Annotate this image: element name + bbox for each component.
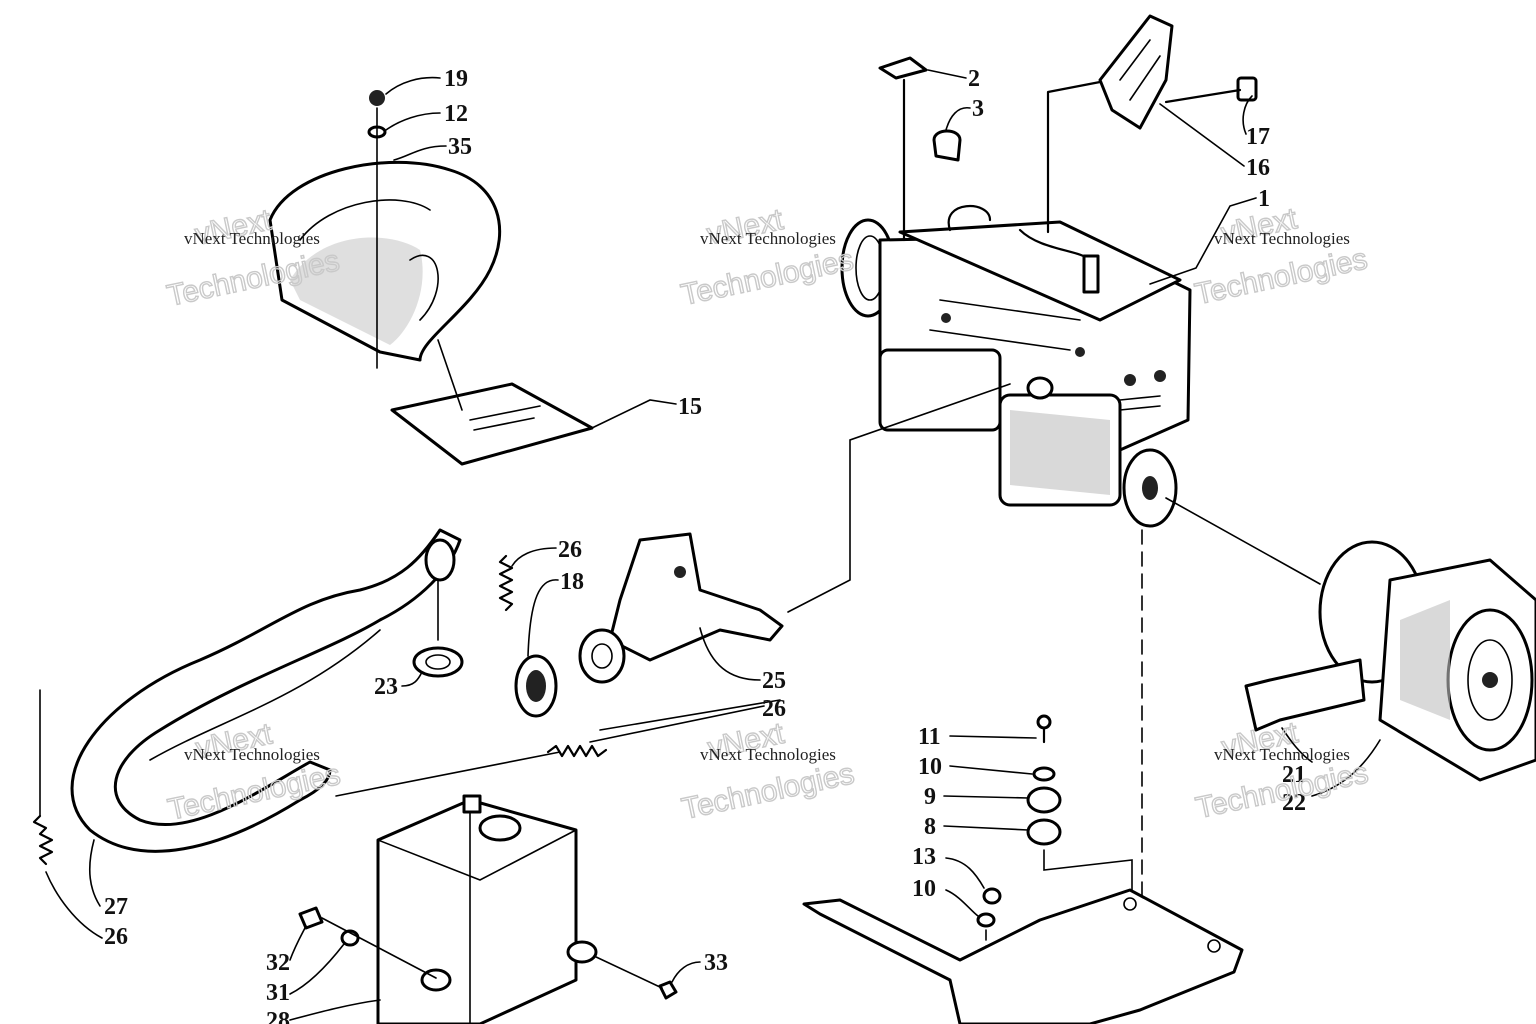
leader-lines [45, 69, 1381, 1021]
callout-15: 15 [678, 394, 702, 420]
callout-10-lower: 10 [912, 876, 936, 902]
part-16-bracket [1098, 14, 1174, 130]
engine [840, 204, 1192, 528]
part-33-nut [658, 980, 678, 1000]
callout-31: 31 [266, 980, 290, 1006]
part-26-spring-lower [546, 744, 608, 758]
watermark-text-top-left: vNext Technologies [184, 229, 320, 248]
engine-mount-plate [802, 888, 1244, 1024]
callout-35: 35 [448, 134, 472, 160]
callout-12: 12 [444, 101, 468, 127]
watermark-bottom-right: vNext Technologies [1192, 715, 1372, 825]
callout-22: 22 [1282, 790, 1306, 816]
callout-11: 11 [918, 724, 941, 750]
callout-labels: 19 12 35 15 2 3 17 16 1 26 18 23 25 26 1… [104, 66, 1306, 1024]
callout-21: 21 [1282, 762, 1306, 788]
part-2-plate [878, 56, 928, 80]
callout-19: 19 [444, 66, 468, 92]
part-17-clip [1236, 76, 1258, 102]
part-8-mount [1026, 818, 1062, 846]
callout-17: 17 [1246, 124, 1270, 150]
callout-16: 16 [1246, 155, 1270, 181]
watermark-text-top-right: vNext Technologies [1214, 229, 1350, 248]
callout-10-upper: 10 [918, 754, 942, 780]
watermark-text-bottom-right: vNext Technologies [1214, 745, 1350, 764]
callout-25: 25 [762, 668, 786, 694]
part-26-spring-left [32, 814, 54, 866]
drive-clutch [1318, 540, 1536, 782]
callout-9: 9 [924, 784, 936, 810]
part-15-decal [390, 382, 594, 466]
watermark-text-top-center: vNext Technologies [700, 229, 836, 248]
callout-33: 33 [704, 950, 728, 976]
callout-26-top: 26 [558, 537, 582, 563]
callout-26-bottom: 26 [104, 924, 128, 950]
part-3-cap [932, 129, 962, 162]
watermark-top-right: vNext Technologies [1191, 201, 1371, 311]
part-9-mount [1026, 786, 1062, 814]
callout-8: 8 [924, 814, 936, 840]
watermark-text-bottom-center: vNext Technologies [700, 745, 836, 764]
watermark-bottom-left: vNext Technologies [164, 717, 344, 828]
watermark-bottom-center: vNext Technologies [678, 716, 858, 826]
part-10-washer-upper [1032, 766, 1056, 782]
callout-32: 32 [266, 950, 290, 976]
part-13-nut [982, 887, 1002, 905]
exhaust-manifold [578, 532, 784, 684]
part-26-spring-upper [498, 554, 514, 612]
callout-28: 28 [266, 1008, 290, 1024]
callout-27: 27 [104, 894, 128, 920]
watermark-top-center: vNext Technologies [677, 202, 857, 312]
callout-26-mid: 26 [762, 696, 786, 722]
callout-18: 18 [560, 569, 584, 595]
part-32-screw [298, 906, 324, 930]
svg-text:Technologies: Technologies [679, 757, 857, 826]
svg-text:Technologies: Technologies [678, 243, 856, 312]
part-23-grommet [412, 646, 464, 678]
callout-23: 23 [374, 674, 398, 700]
part-10-washer-lower [976, 912, 996, 928]
part-19-fastener [369, 90, 385, 106]
svg-text:Technologies: Technologies [1192, 242, 1370, 311]
oil-tank [376, 794, 598, 1024]
callout-2: 2 [968, 66, 980, 92]
callout-3: 3 [972, 96, 984, 122]
watermark-text-bottom-left: vNext Technologies [184, 745, 320, 764]
part-21-belt [1244, 658, 1366, 732]
air-intake-cover [268, 160, 502, 362]
exhaust-pipe [70, 528, 462, 853]
callout-1: 1 [1258, 186, 1270, 212]
callout-13: 13 [912, 844, 936, 870]
